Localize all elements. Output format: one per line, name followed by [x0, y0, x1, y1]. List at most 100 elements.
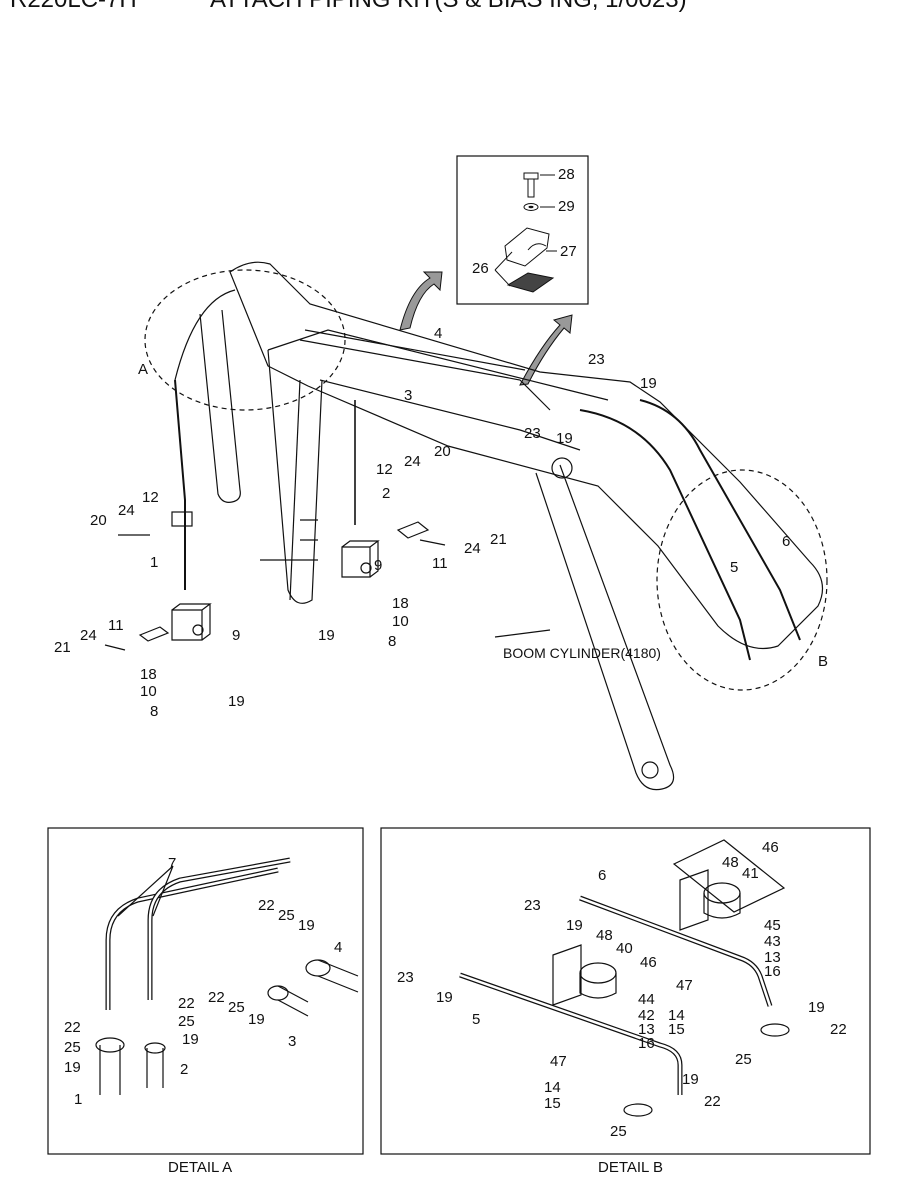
detail-b-callout-25b: 25: [610, 1123, 627, 1140]
detail-b-callout-43: 43: [764, 933, 781, 950]
detail-b-callout-46: 46: [762, 839, 779, 856]
detail-b-callout-40: 40: [616, 940, 633, 957]
detail-b-callout-14: 14: [668, 1007, 685, 1024]
callout-26: 26: [472, 260, 489, 277]
callout-20: 20: [434, 443, 451, 460]
callout-21b: 21: [54, 639, 71, 656]
detail-b-callout-48b: 48: [596, 927, 613, 944]
detail-a-callout-22d: 22: [64, 1019, 81, 1036]
callout-29: 29: [558, 198, 575, 215]
detail-a-callout-19b: 19: [248, 1011, 265, 1028]
detail-b-callout-47b: 47: [550, 1053, 567, 1070]
callout-19b: 19: [556, 430, 573, 447]
detail-a-callout-25d: 25: [64, 1039, 81, 1056]
callout-10b: 10: [140, 683, 157, 700]
detail-a-callout-25b: 25: [228, 999, 245, 1016]
detail-a-callout-19c: 19: [64, 1059, 81, 1076]
detail-b-callout-44: 44: [638, 991, 655, 1008]
callout-24c: 24: [464, 540, 481, 557]
detail-a-callout-19d: 19: [182, 1031, 199, 1048]
callout-B: B: [818, 653, 828, 670]
detail-b-callout-25: 25: [735, 1051, 752, 1068]
detail-b-callout-19c: 19: [808, 999, 825, 1016]
callout-23b: 23: [524, 425, 541, 442]
detail-a-callout-25c: 25: [178, 1013, 195, 1030]
detail-b-callout-15: 15: [668, 1021, 685, 1038]
detail-b-callout-19b: 19: [436, 989, 453, 1006]
detail-b-callout-46b: 46: [640, 954, 657, 971]
callout-18: 18: [392, 595, 409, 612]
detail-b-callout-5: 5: [472, 1011, 480, 1028]
callout-8: 8: [388, 633, 396, 650]
callout-23: 23: [588, 351, 605, 368]
detail-b-callout-42: 42: [638, 1007, 655, 1024]
detail-a-callout-1: 1: [74, 1091, 82, 1108]
detail-b-callout-45: 45: [764, 917, 781, 934]
detail-a-callout-19: 19: [298, 917, 315, 934]
detail-b-callout-47: 47: [676, 977, 693, 994]
callout-27: 27: [560, 243, 577, 260]
callout-3: 3: [404, 387, 412, 404]
detail-b-callout-14b: 14: [544, 1079, 561, 1096]
callout-19: 19: [640, 375, 657, 392]
callout-24b: 24: [118, 502, 135, 519]
detail-b-callout-13b: 13: [638, 1021, 655, 1038]
callout-1: 1: [150, 554, 158, 571]
detail-b-callout-19d: 19: [682, 1071, 699, 1088]
callout-9: 9: [374, 557, 382, 574]
detail-b-caption: DETAIL B: [598, 1159, 663, 1176]
detail-a-callout-22b: 22: [208, 989, 225, 1006]
model-code: R220LC-7H: [10, 0, 137, 14]
main-callouts: 4 3 23 19 23 19 A 20 24 12 2 12 24 20 1 …: [54, 325, 828, 720]
callout-12b: 12: [142, 489, 159, 506]
callout-19d: 19: [228, 693, 245, 710]
detail-a-callout-4: 4: [334, 939, 342, 956]
detail-b-callout-16: 16: [764, 963, 781, 980]
callout-19c: 19: [318, 627, 335, 644]
callout-11b: 11: [108, 617, 124, 634]
detail-b-callout-13: 13: [764, 949, 781, 966]
callout-28: 28: [558, 166, 575, 183]
detail-b-callout-41: 41: [742, 865, 759, 882]
detail-b-callout-22: 22: [830, 1021, 847, 1038]
detail-a-callout-3: 3: [288, 1033, 296, 1050]
callout-10: 10: [392, 613, 409, 630]
detail-a-panel: 7 22 25 19 4 22 25 19 22 25 3 22 25 19 1…: [47, 827, 364, 1176]
callout-5: 5: [730, 559, 738, 576]
callout-18b: 18: [140, 666, 157, 683]
callout-11: 11: [432, 555, 448, 572]
detail-b-callout-15b: 15: [544, 1095, 561, 1112]
callout-8b: 8: [150, 703, 158, 720]
detail-b-callout-22b: 22: [704, 1093, 721, 1110]
detail-a-caption: DETAIL A: [168, 1159, 232, 1176]
detail-a-callout-22: 22: [258, 897, 275, 914]
detail-a-callout-25: 25: [278, 907, 295, 924]
detail-a-callout-2: 2: [180, 1061, 188, 1078]
callout-9b: 9: [232, 627, 240, 644]
detail-b-callout-6: 6: [598, 867, 606, 884]
boom-assembly: [104, 261, 828, 791]
detail-b-callout-48: 48: [722, 854, 739, 871]
detail-b-callout-16b: 16: [638, 1035, 655, 1052]
detail-a-callout-22c: 22: [178, 995, 195, 1012]
page-title: ATTACH PIPING KIT(S & BIAS ING, 1/0023): [210, 0, 687, 14]
callout-21: 21: [490, 531, 507, 548]
detail-a-callout-7: 7: [168, 855, 176, 872]
detail-b-panel: 46 48 41 6 23 19 45 43 13 16 48 40 46 47…: [380, 827, 871, 1176]
detail-b-callout-23b: 23: [397, 969, 414, 986]
callout-24: 24: [404, 453, 421, 470]
callout-12: 12: [376, 461, 393, 478]
callout-24d: 24: [80, 627, 97, 644]
callout-20b: 20: [90, 512, 107, 529]
detail-b-callout-23: 23: [524, 897, 541, 914]
callout-4: 4: [434, 325, 442, 342]
detail-b-callout-19: 19: [566, 917, 583, 934]
pointer-arrows: [399, 271, 573, 386]
callout-A: A: [138, 361, 148, 378]
inset-box: 28 29 27 26: [456, 155, 589, 305]
callout-6: 6: [782, 533, 790, 550]
callout-2: 2: [382, 485, 390, 502]
boom-cylinder-label: BOOM CYLINDER(4180): [503, 645, 661, 661]
